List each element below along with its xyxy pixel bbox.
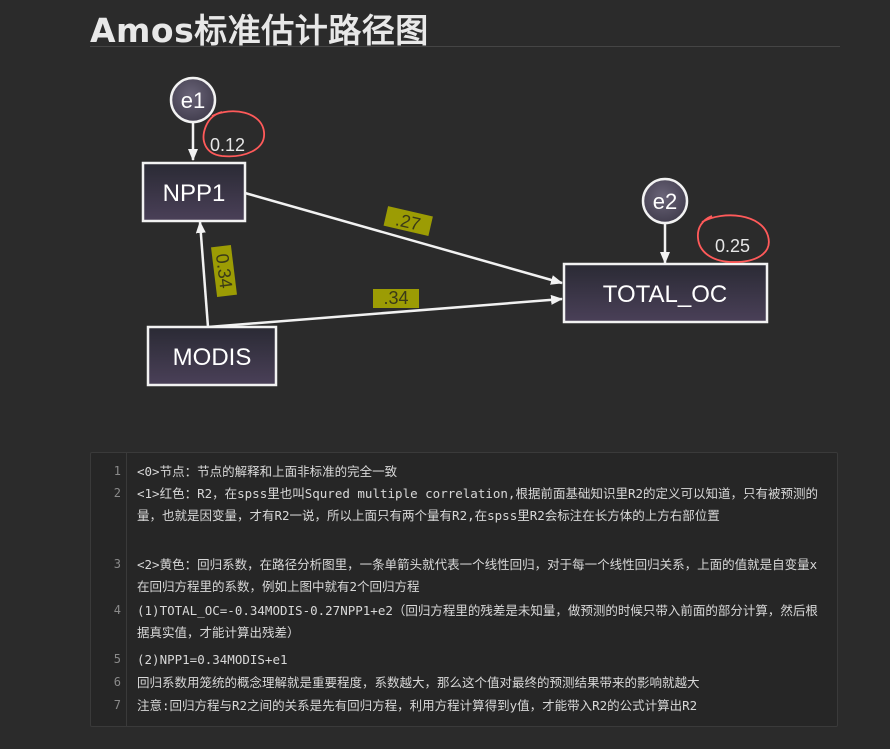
- coef-modis-total: .34: [373, 288, 419, 308]
- path-diagram: e1 e2 NPP1 MODIS TOTAL_OC 0.12 0.25 .27 …: [141, 76, 770, 387]
- line-number: 1: [113, 464, 121, 478]
- node-npp1: NPP1: [141, 161, 247, 223]
- line-number: 4: [113, 603, 121, 617]
- svg-text:.34: .34: [383, 288, 408, 308]
- svg-text:TOTAL_OC: TOTAL_OC: [603, 281, 727, 308]
- r2-total-label: 0.25: [715, 236, 750, 256]
- notes-code-block: 1 <0>节点：节点的解释和上面非标准的完全一致 2 <1>红色：R2，在sps…: [90, 452, 838, 727]
- svg-text:e2: e2: [653, 189, 677, 214]
- line-text: (2)NPP1=0.34MODIS+e1: [137, 652, 288, 667]
- path-arrow-npp1-total: [244, 191, 563, 285]
- error-node-e2: e2: [641, 177, 689, 225]
- r2-npp1-label: 0.12: [210, 135, 245, 155]
- r2-npp1-circle: [202, 110, 265, 158]
- path-arrow-modis-total: [207, 294, 563, 329]
- svg-text:MODIS: MODIS: [173, 344, 252, 371]
- svg-text:0.34: 0.34: [212, 252, 236, 289]
- svg-text:.27: .27: [394, 209, 423, 234]
- error-node-e1: e1: [169, 76, 217, 124]
- path-arrow-modis-npp1: [195, 221, 210, 328]
- svg-text:NPP1: NPP1: [163, 180, 226, 207]
- line-number: 2: [113, 486, 121, 500]
- line-number: 3: [113, 557, 121, 571]
- page-title: Amos标准估计路径图: [90, 11, 429, 50]
- line-text: <0>节点：节点的解释和上面非标准的完全一致: [137, 464, 398, 479]
- coef-modis-npp1: 0.34: [211, 244, 237, 298]
- line-text: <2>黄色：回归系数，在路径分析图里，一条单箭头就代表一个线性回归，对于每一个线…: [137, 557, 818, 594]
- node-total-oc: TOTAL_OC: [562, 262, 769, 324]
- line-text: 回归系数用笼统的概念理解就是重要程度，系数越大，那么这个值对最终的预测结果带来的…: [137, 675, 700, 690]
- line-number-gutter: [91, 453, 127, 726]
- title-divider: [90, 46, 840, 47]
- line-text: <1>红色：R2，在spss里也叫Squred multiple correla…: [137, 486, 819, 523]
- line-text: 注意:回归方程与R2之间的关系是先有回归方程，利用方程计算得到y值，才能带入R2…: [137, 698, 698, 713]
- line-number: 5: [113, 652, 121, 666]
- line-number: 7: [113, 698, 121, 712]
- line-text: (1)TOTAL_OC=-0.34MODIS-0.27NPP1+e2（回归方程里…: [137, 603, 818, 640]
- line-number: 6: [113, 675, 121, 689]
- r2-total-circle: [697, 214, 770, 263]
- coef-npp1-total: .27: [383, 206, 433, 236]
- node-modis: MODIS: [146, 325, 278, 387]
- svg-text:e1: e1: [181, 88, 205, 113]
